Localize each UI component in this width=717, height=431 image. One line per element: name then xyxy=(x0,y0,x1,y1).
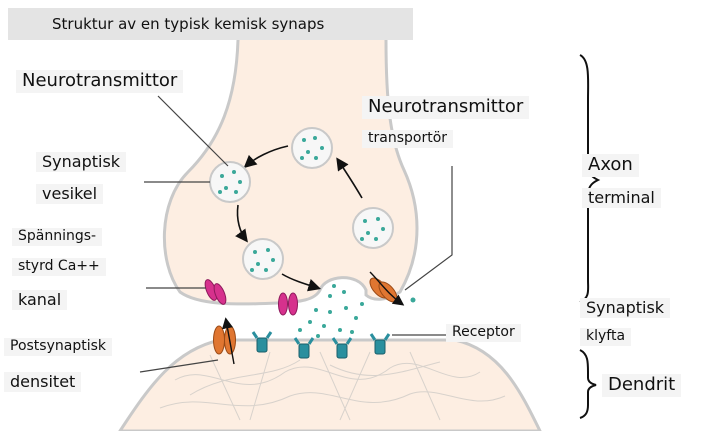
receptor-icon xyxy=(331,337,353,359)
label-neurotransmittor: Neurotransmittor xyxy=(16,70,184,93)
label-transporter-1: Neurotransmittor xyxy=(362,96,530,119)
receptor-icon xyxy=(251,331,273,353)
vesicle xyxy=(352,207,394,249)
postsynaptic-transporter xyxy=(213,317,236,365)
dendrite-filaments xyxy=(159,351,506,421)
dendrite-shape xyxy=(118,338,542,431)
label-transporter-2: transportör xyxy=(362,130,454,148)
calcium-channel xyxy=(278,292,298,316)
vesicle xyxy=(242,238,284,280)
label-terminal: terminal xyxy=(582,188,661,208)
calcium-channel xyxy=(204,279,227,305)
axon-terminal-bracket xyxy=(579,54,601,303)
label-synaptisk-klyfta-1: Synaptisk xyxy=(580,298,671,318)
label-synaptisk-vesikel-2: vesikel xyxy=(36,184,104,204)
label-dendrit: Dendrit xyxy=(602,374,682,397)
vesicle-cycle-arrows xyxy=(235,145,363,292)
label-spanningsstyrd-3: kanal xyxy=(12,290,68,310)
label-axon: Axon xyxy=(582,154,639,177)
label-spanningsstyrd-2: styrd Ca++ xyxy=(12,258,106,276)
receptor-icon xyxy=(369,333,391,355)
label-receptor: Receptor xyxy=(446,324,521,342)
vesicle xyxy=(291,127,333,169)
label-synaptisk-klyfta-2: klyfta xyxy=(580,328,632,346)
label-postsynaptisk-1: Postsynaptisk xyxy=(4,338,112,356)
released-neurotransmitters xyxy=(298,284,416,338)
leader-lines xyxy=(139,95,453,373)
page-title: Struktur av en typisk kemisk synaps xyxy=(52,15,325,33)
label-spanningsstyrd-1: Spännings- xyxy=(12,228,103,246)
neurotransmitter-transporter xyxy=(369,271,405,306)
title-bar-bg xyxy=(8,8,413,40)
axon-terminal-shape xyxy=(163,39,419,306)
vesicle xyxy=(209,161,251,203)
label-postsynaptisk-2: densitet xyxy=(4,372,82,392)
receptor-group xyxy=(251,331,391,359)
label-synaptisk-vesikel-1: Synaptisk xyxy=(36,152,127,172)
receptor-icon xyxy=(293,337,315,359)
dendrite-bracket xyxy=(579,349,597,419)
